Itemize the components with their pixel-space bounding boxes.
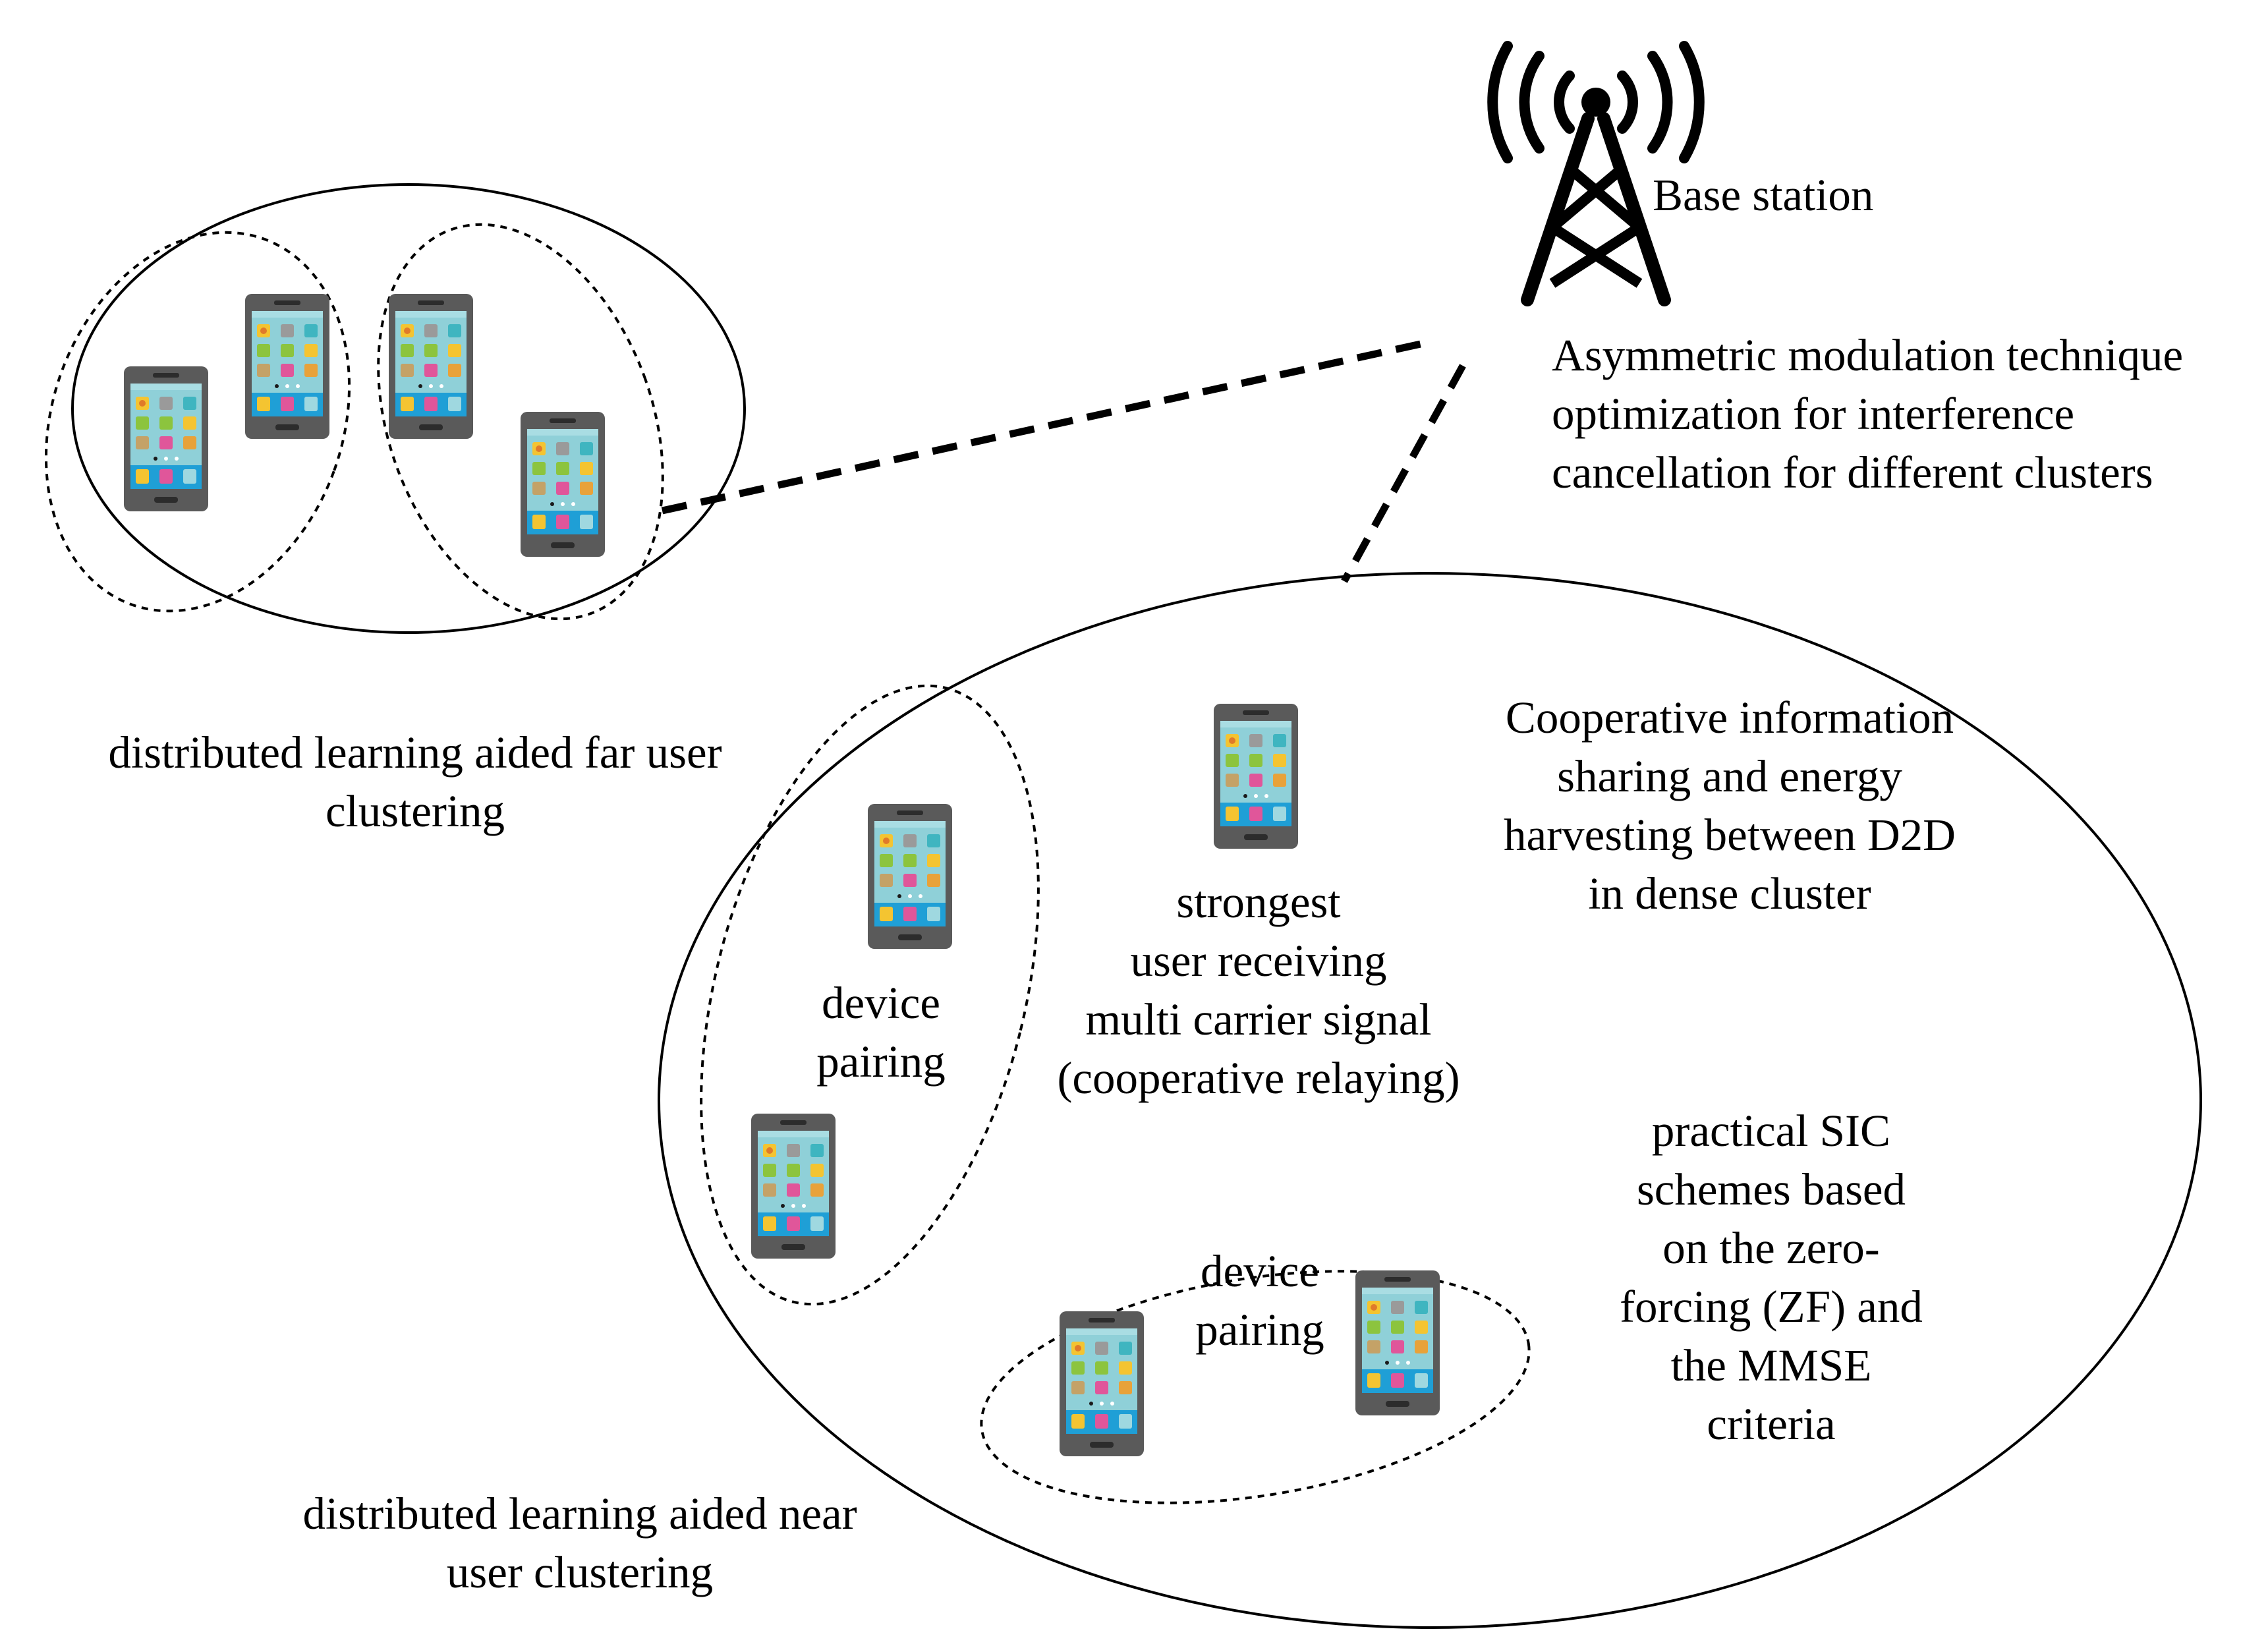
modulation-note: Asymmetric modulation technique optimiza… <box>1552 326 2183 502</box>
far-cluster-caption: distributed learning aided far user clus… <box>108 724 722 841</box>
device-pairing-left-label: device pairing <box>816 974 945 1091</box>
device-pairing-bottom-label: device pairing <box>1195 1242 1324 1359</box>
cooperative-note-line: harvesting between D2D <box>1504 810 1956 860</box>
near-pairing-bottom <box>980 1270 1531 1504</box>
link-near-cluster <box>1341 364 1466 583</box>
base-station-label-text: Base station <box>1653 170 1874 220</box>
cooperative-note-line: Cooperative information <box>1505 693 1954 743</box>
modulation-note-line: cancellation for different clusters <box>1552 447 2153 498</box>
cell-tower-icon <box>1487 41 1705 306</box>
far-cluster-boundary <box>71 183 746 634</box>
sic-note-line: forcing (ZF) and <box>1620 1282 1923 1332</box>
smartphone-icon <box>521 412 605 557</box>
device-pairing-line: pairing <box>816 1037 946 1087</box>
modulation-note-line: optimization for interference <box>1552 389 2075 439</box>
device-pairing-line: pairing <box>1195 1305 1324 1355</box>
near-pairing-left <box>700 684 1040 1306</box>
device-pairing-line: device <box>1200 1246 1320 1296</box>
modulation-note-line: Asymmetric modulation technique <box>1552 330 2184 380</box>
strongest-user-line: user receiving <box>1130 936 1387 986</box>
sic-note-line: on the zero- <box>1662 1223 1880 1273</box>
cooperative-note-line: in dense cluster <box>1588 868 1871 919</box>
near-cluster-caption: distributed learning aided near user clu… <box>302 1485 857 1602</box>
cooperative-note-line: sharing and energy <box>1557 751 1902 801</box>
far-subcluster-right <box>377 223 664 621</box>
link-far-cluster <box>661 339 1428 515</box>
sic-note-line: schemes based <box>1636 1164 1906 1214</box>
strongest-user-line: (cooperative relaying) <box>1057 1053 1460 1103</box>
smartphone-icon <box>1214 704 1298 849</box>
smartphone-icon <box>1355 1270 1440 1415</box>
smartphone-icon <box>389 294 473 439</box>
cooperative-sharing-note: Cooperative information sharing and ener… <box>1504 689 1956 923</box>
sic-note-line: practical SIC <box>1651 1106 1891 1156</box>
base-station-label: Base station <box>1653 166 1873 225</box>
smartphone-icon <box>124 366 208 511</box>
smartphone-icon <box>1060 1311 1144 1456</box>
far-cluster-caption-line: clustering <box>325 786 505 836</box>
far-cluster-caption-line: distributed learning aided far user <box>108 727 722 778</box>
smartphone-icon <box>751 1114 836 1259</box>
strongest-user-line: strongest <box>1176 877 1341 927</box>
near-cluster-caption-line: distributed learning aided near <box>302 1489 857 1539</box>
device-pairing-line: device <box>821 978 941 1028</box>
strongest-user-line: multi carrier signal <box>1085 994 1432 1044</box>
far-subcluster-left <box>44 231 351 613</box>
near-cluster-boundary <box>658 572 2202 1629</box>
near-cluster-caption-line: user clustering <box>446 1547 714 1597</box>
smartphone-icon <box>245 294 329 439</box>
sic-note-line: the MMSE <box>1670 1340 1872 1390</box>
smartphone-icon <box>868 804 952 949</box>
strongest-user-note: strongest user receiving multi carrier s… <box>1057 873 1460 1108</box>
sic-schemes-note: practical SIC schemes based on the zero-… <box>1620 1102 1923 1454</box>
sic-note-line: criteria <box>1707 1399 1836 1449</box>
